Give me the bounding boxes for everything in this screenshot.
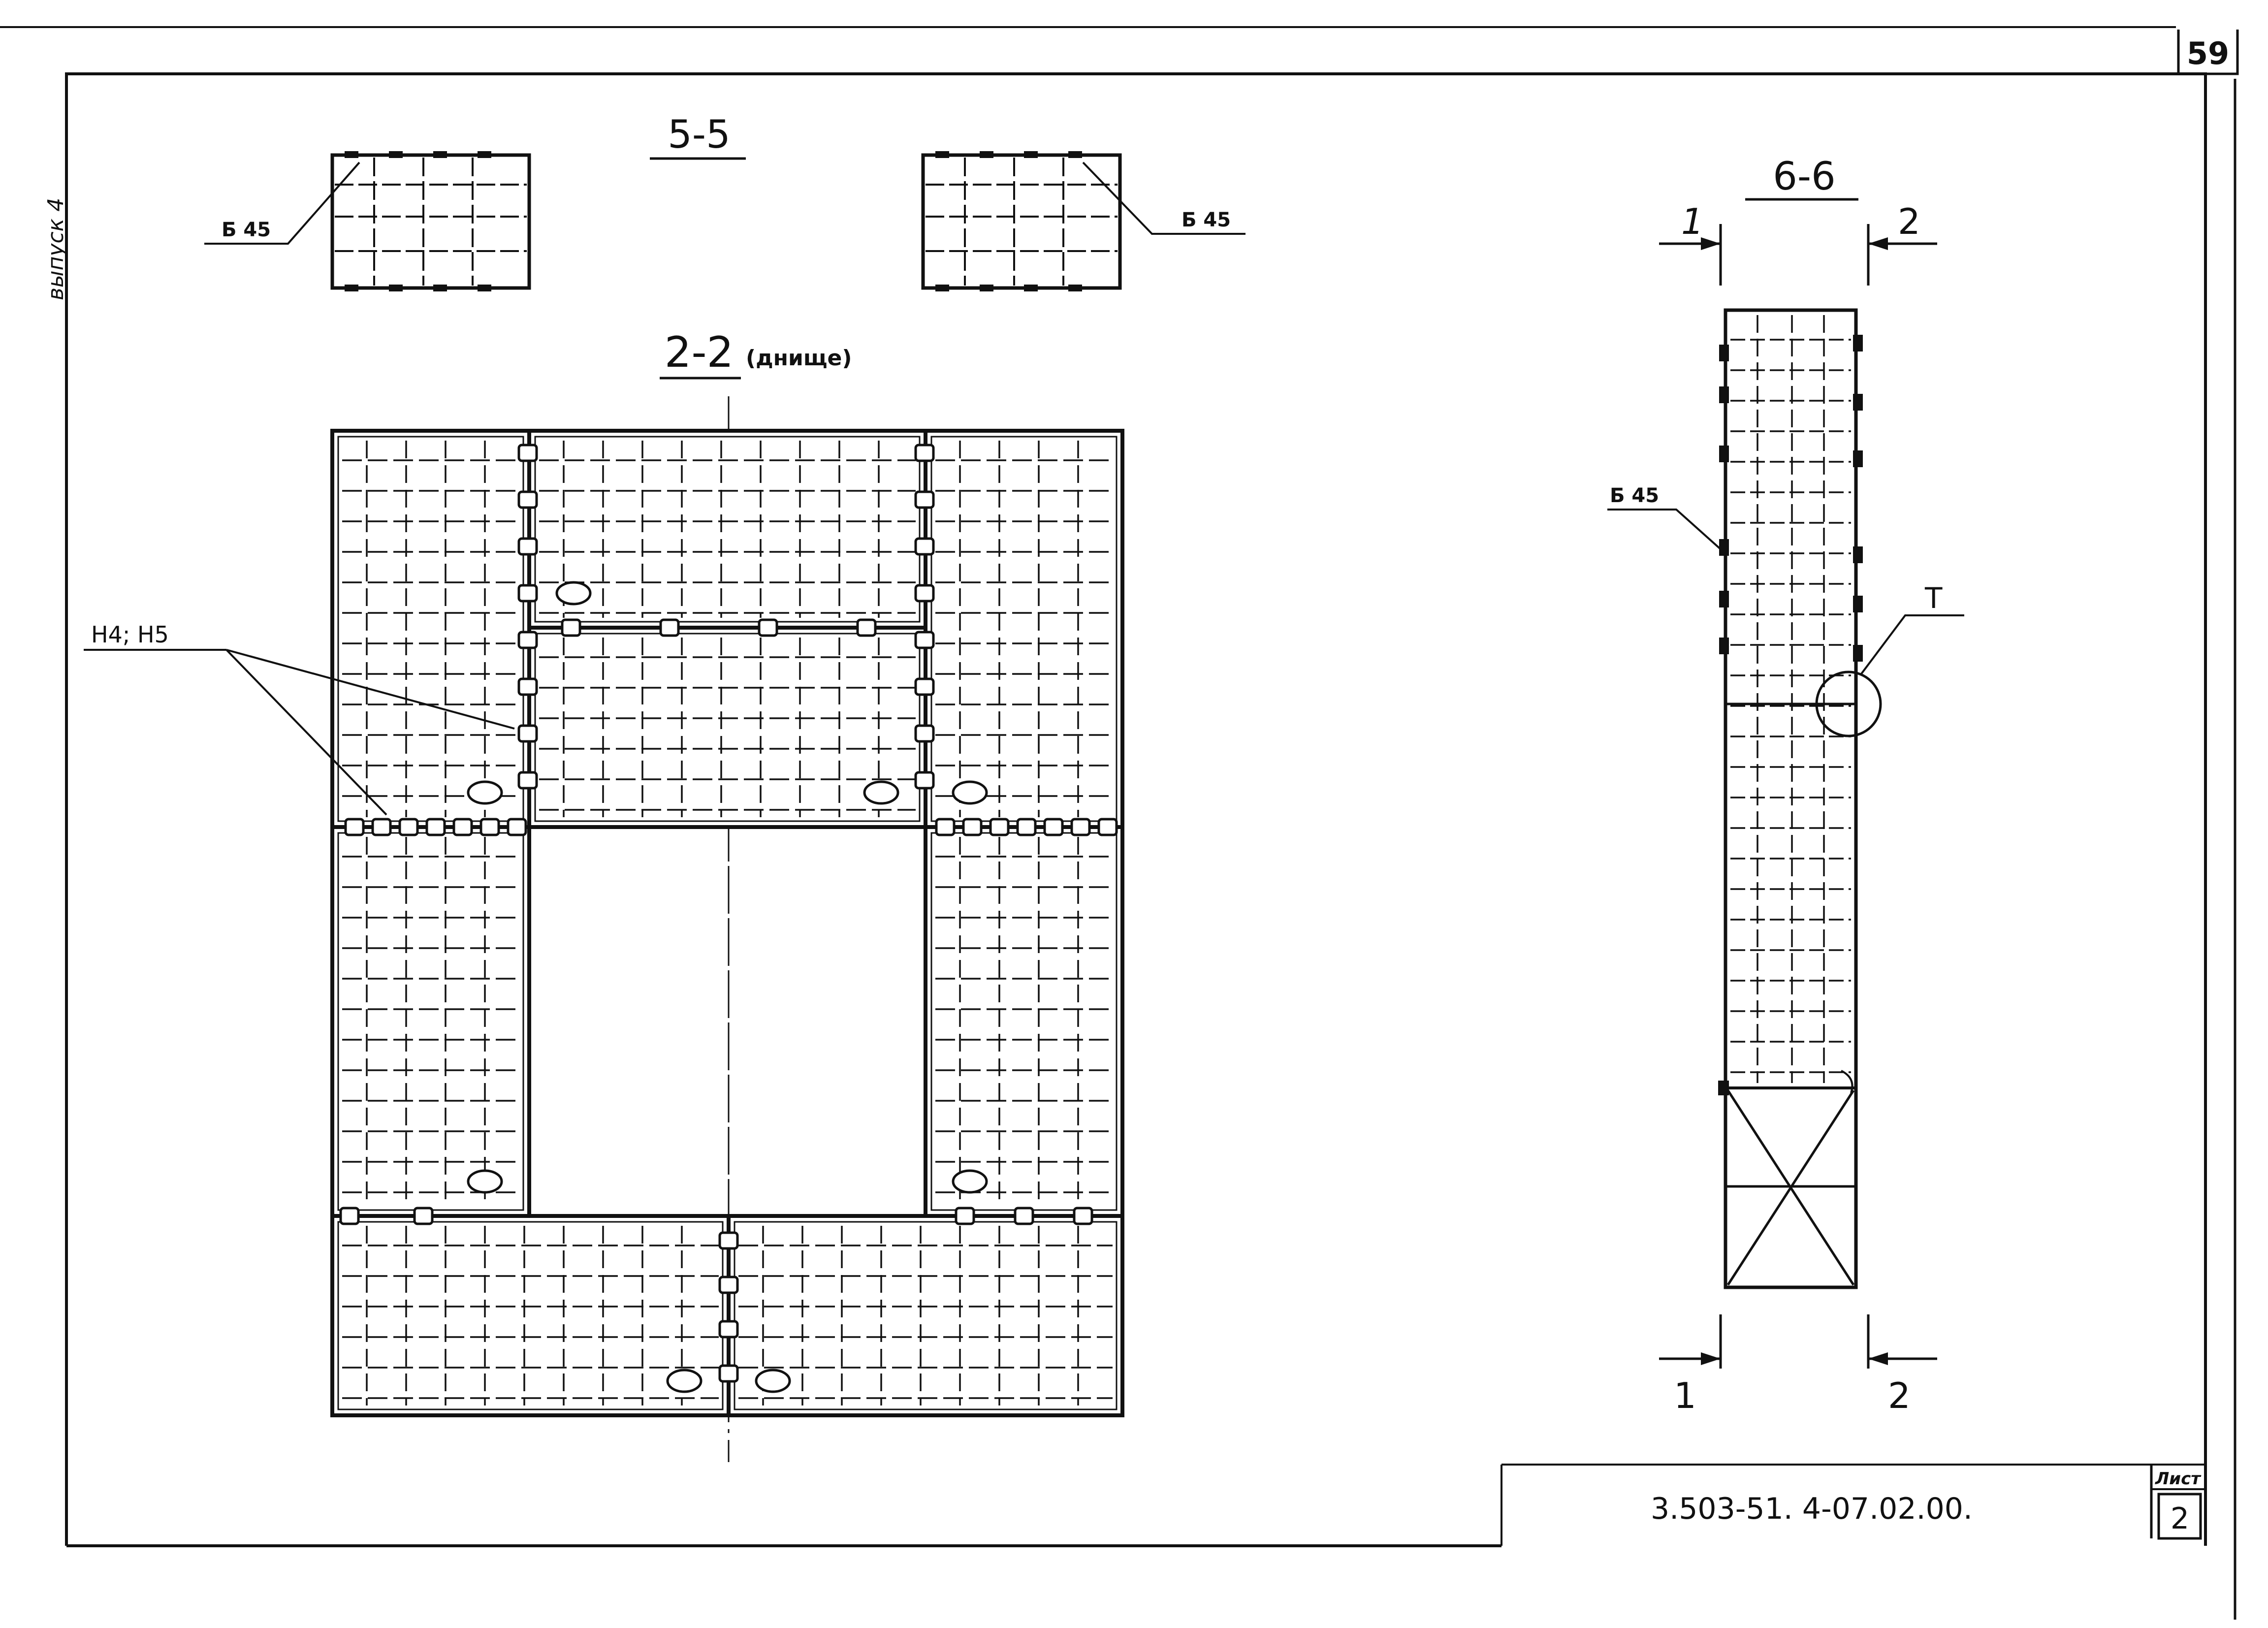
connector-block: [718, 1320, 739, 1339]
connector-block: [1070, 818, 1091, 836]
panel: [330, 1214, 731, 1417]
connector-block: [1016, 818, 1037, 836]
doc-code: 3.503-51. 4-07.02.00.: [1651, 1492, 1973, 1526]
section-5-5-title: 5-5: [668, 113, 730, 157]
connector-block: [914, 771, 935, 790]
inner-opening: [528, 826, 927, 1217]
panel: [330, 825, 531, 1218]
connector-block: [561, 618, 581, 637]
section-5-5: 5-5 Б 45: [204, 113, 1246, 291]
page-number-box: 59: [2177, 30, 2239, 75]
section-6-6: 6-6 1 2: [1607, 155, 1964, 1416]
callout-b45-left: Б 45: [222, 219, 271, 241]
connector-block: [413, 1207, 434, 1225]
connector-block: [1014, 1207, 1034, 1225]
connector-block: [914, 444, 935, 462]
connector-block: [517, 631, 538, 649]
connector-block: [718, 1364, 739, 1383]
cut-marker-2-top: 2: [1898, 201, 1920, 242]
cut-marker-1-bottom: 1: [1674, 1375, 1696, 1416]
connector-block: [718, 1276, 739, 1294]
connector-block: [517, 724, 538, 743]
panel: [727, 1214, 1124, 1417]
panel: [527, 626, 927, 829]
connector-block: [1073, 1207, 1093, 1225]
connector-block: [425, 818, 446, 836]
connector-block: [517, 677, 538, 696]
connector-block: [914, 677, 935, 696]
panel: [330, 429, 531, 829]
connector-block: [718, 1231, 739, 1250]
sheet-frame: [0, 26, 2236, 1620]
callout-h4-h5: Н4; Н5: [91, 621, 169, 648]
section-2-2-subtitle: (днище): [746, 346, 852, 371]
connector-block: [914, 537, 935, 556]
connector-block: [452, 818, 473, 836]
connector-block: [398, 818, 419, 836]
connector-block: [962, 818, 983, 836]
connector-block: [339, 1207, 360, 1225]
connector-block: [914, 631, 935, 649]
list-number: 2: [2171, 1501, 2189, 1536]
panel: [527, 429, 927, 630]
section-5-5-right-block: [921, 151, 1122, 291]
connector-block: [371, 818, 392, 836]
section-6-6-title: 6-6: [1773, 155, 1835, 199]
bottom-panels: [330, 429, 1124, 1417]
connector-block: [507, 818, 527, 836]
cut-marker-1-top: 1: [1681, 201, 1704, 242]
connector-block: [914, 584, 935, 603]
connector-block: [517, 444, 538, 462]
connector-block: [856, 618, 877, 637]
connector-block: [935, 818, 956, 836]
connector-block: [955, 1207, 975, 1225]
section-2-2: 2-2 (днище) Н4; Н5: [84, 328, 1124, 1462]
callout-node-t: Т: [1924, 581, 1943, 615]
connector-block: [914, 490, 935, 509]
section-6-6-column: [1718, 308, 1882, 1289]
page-number: 59: [2187, 35, 2229, 71]
connector-block: [517, 490, 538, 509]
panel: [924, 429, 1124, 829]
callout-b45-right: Б 45: [1182, 209, 1231, 231]
connector-block: [659, 618, 680, 637]
margin-note: выпуск 4: [43, 198, 68, 300]
connector-block: [479, 818, 500, 836]
section-5-5-left-block: [330, 151, 531, 291]
callout-b45-6-6: Б 45: [1610, 484, 1659, 507]
connector-block: [517, 584, 538, 603]
cut-marker-2-bottom: 2: [1888, 1375, 1911, 1416]
connector-block: [517, 537, 538, 556]
panel: [924, 825, 1124, 1218]
connector-block: [344, 818, 365, 836]
connector-block: [1043, 818, 1064, 836]
section-2-2-title: 2-2: [665, 328, 734, 377]
title-block: 3.503-51. 4-07.02.00. Лист 2: [1501, 1464, 2205, 1546]
list-label: Лист: [2155, 1469, 2202, 1489]
connector-block: [1097, 818, 1118, 836]
connector-block: [989, 818, 1010, 836]
connector-block: [758, 618, 778, 637]
connector-block: [914, 724, 935, 743]
connector-block: [517, 771, 538, 790]
